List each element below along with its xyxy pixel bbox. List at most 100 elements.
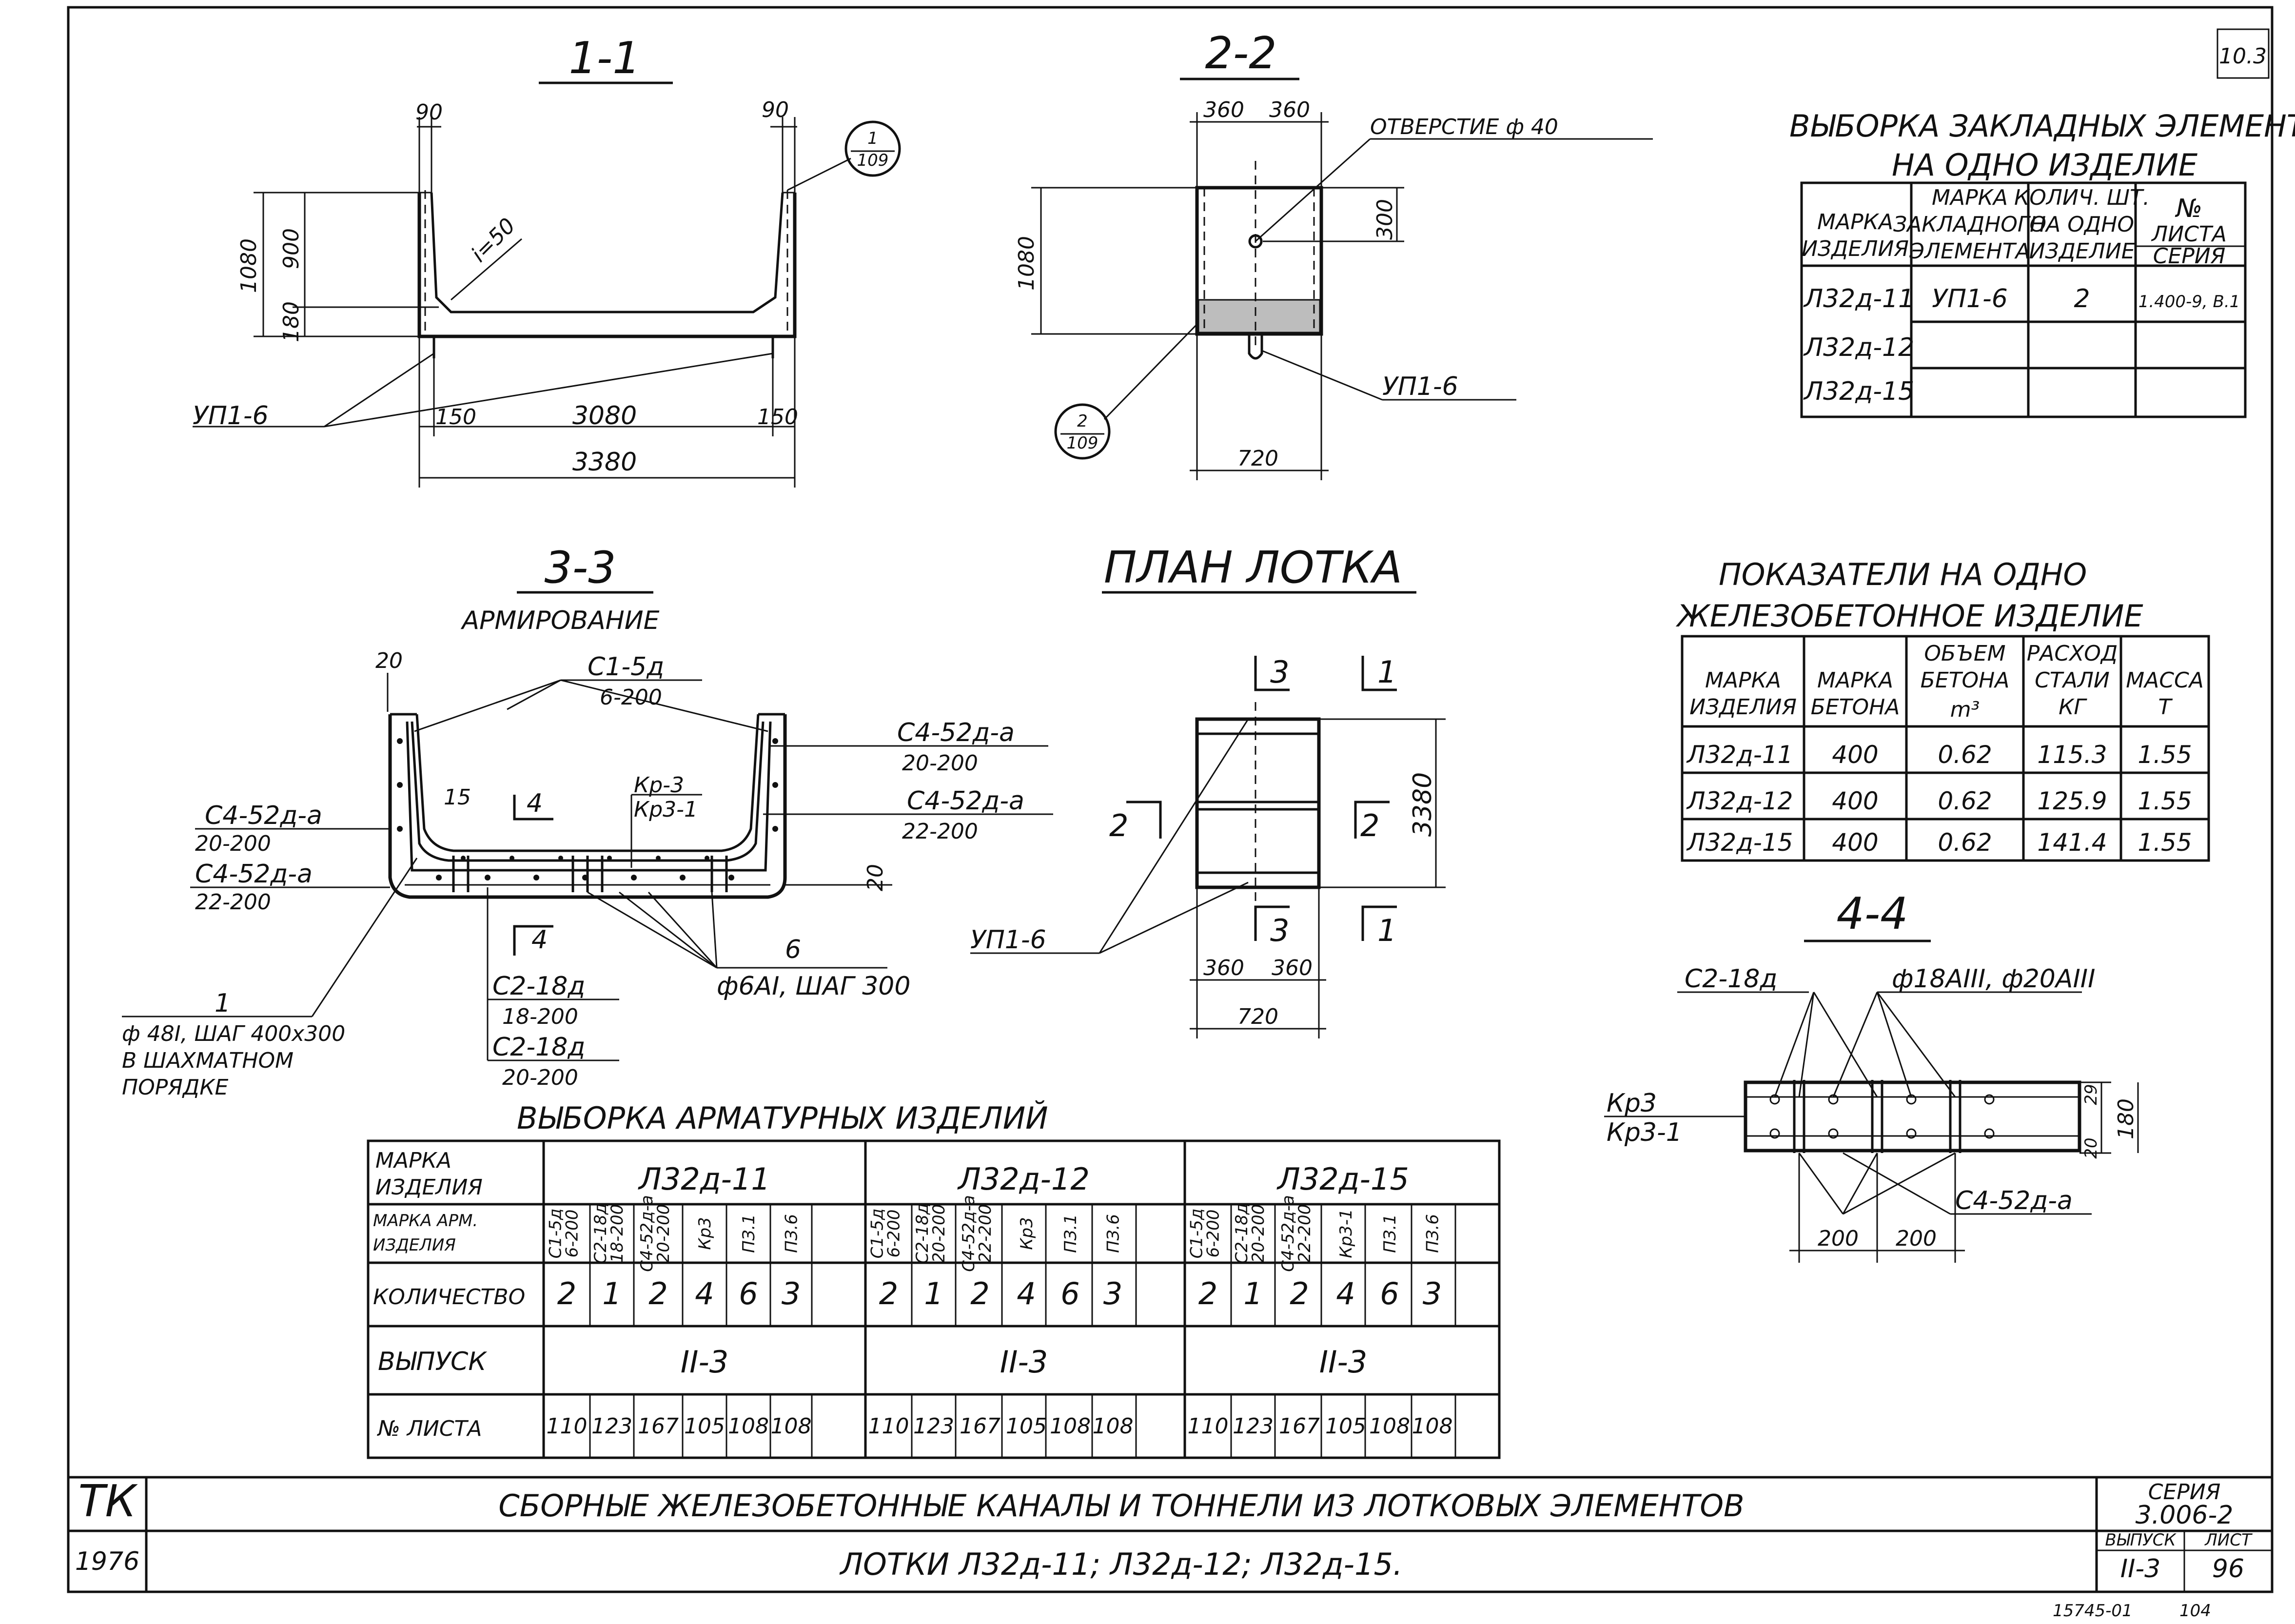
- plan-view: ПЛАН ЛОТКА 3 1 2 2 3 1 3380 360 360 720 …: [970, 542, 1446, 1038]
- embedded-table-title-2: НА ОДНО ИЗДЕЛИЕ: [1892, 147, 2198, 183]
- embedded-series-cell: СЕРИЯ: [2153, 244, 2226, 269]
- rebar-sheet-cell: 108: [1412, 1414, 1453, 1439]
- rebar-item-label: С4-52д-а: [959, 1195, 979, 1272]
- title-block-sheet-value: 96: [2212, 1554, 2244, 1584]
- embedded-h1-l2: ИЗДЕЛИЯ: [1802, 236, 1909, 261]
- title-block-series-label: СЕРИЯ: [2148, 1480, 2221, 1505]
- plan-title: ПЛАН ЛОТКА: [1104, 542, 1402, 593]
- ind-r1-c4: 115.3: [2037, 741, 2107, 769]
- indicators-title-2: ЖЕЛЕЗОБЕТОННОЕ ИЗДЕЛИЕ: [1675, 598, 2143, 634]
- corner-mark-box: [2217, 28, 2270, 79]
- rebar-sheet-cell: 110: [868, 1414, 909, 1439]
- plan-dim-half-left: 360: [1203, 956, 1244, 980]
- s44-dim20: 20: [2081, 1137, 2101, 1158]
- s11-dim-bottom-mid: 3080: [572, 401, 637, 430]
- rebar-item-label: ПЗ.1: [739, 1214, 759, 1253]
- rebar-qty-cell: 3: [1103, 1276, 1122, 1311]
- s33-c2-b-step: 20-200: [502, 1065, 578, 1090]
- title-block-title: СБОРНЫЕ ЖЕЛЕЗОБЕТОННЫЕ КАНАЛЫ И ТОННЕЛИ …: [498, 1488, 1744, 1524]
- rebar-table-cells: С1-5д6-2002110С2-18д18-2001123С4-52д-а20…: [546, 1195, 1453, 1439]
- title-block-sheet-label: ЛИСТ: [2204, 1530, 2253, 1550]
- plan-mark-top3: 3: [1270, 654, 1289, 690]
- rebar-row-product-1: МАРКА: [375, 1148, 451, 1173]
- plan-mark-bot3: 3: [1270, 913, 1289, 948]
- rebar-qty-cell: 6: [1060, 1276, 1079, 1311]
- s11-slope: i=50: [467, 213, 520, 267]
- ind-h5-l2: Т: [2158, 695, 2173, 720]
- plan-dim-half-right: 360: [1272, 956, 1313, 980]
- ind-r3-c4: 141.4: [2037, 828, 2107, 857]
- ind-h2-l2: БЕТОНА: [1811, 695, 1900, 720]
- rebar-sheet-cell: 105: [1325, 1414, 1366, 1439]
- s11-dim-bottom-left: 150: [435, 405, 476, 430]
- rebar-item-label: С4-52д-а: [637, 1195, 657, 1272]
- rebar-item-label: ПЗ.6: [1104, 1214, 1123, 1253]
- ind-h2-l1: МАРКА: [1817, 668, 1893, 693]
- rebar-sheet-cell: 123: [591, 1414, 632, 1439]
- indicators-title-1: ПОКАЗАТЕЛИ НА ОДНО: [1719, 557, 2087, 592]
- rebar-item-label: 6-200: [1204, 1210, 1223, 1258]
- s22-dim-height: 1080: [1014, 236, 1039, 291]
- s33-c2-a-step: 18-200: [502, 1004, 578, 1029]
- rebar-sheet-cell: 108: [1369, 1414, 1410, 1439]
- rebar-qty-cell: 4: [695, 1276, 714, 1311]
- section-3-3: 3-3 АРМИРОВАНИЕ С1-: [122, 542, 1053, 1100]
- s33-c4-left-a-step: 20-200: [195, 831, 271, 856]
- s22-hatched-floor: [1197, 299, 1321, 333]
- ind-r2-c4: 125.9: [2037, 787, 2107, 815]
- rebar-sheet-cell: 108: [771, 1414, 812, 1439]
- rebar-row-qty: КОЛИЧЕСТВО: [373, 1285, 525, 1310]
- s44-c4: С4-52д-а: [1955, 1186, 2073, 1215]
- ind-h4-l3: КГ: [2059, 695, 2087, 720]
- rebar-item-label: С1-5д: [1187, 1209, 1207, 1259]
- rebar-qty-cell: 2: [557, 1276, 576, 1311]
- embedded-h1-l1: МАРКА: [1817, 210, 1893, 235]
- embedded-row3-mark: Л32д-15: [1803, 377, 1914, 406]
- s22-callout: [1054, 403, 1111, 460]
- rebar-sheet-cell: 123: [913, 1414, 954, 1439]
- ind-r2-c1: Л32д-12: [1686, 787, 1793, 815]
- ind-r3-c2: 400: [1832, 828, 1878, 857]
- embedded-table-title-1: ВЫБОРКА ЗАКЛАДНЫХ ЭЛЕМЕНТОВ: [1789, 108, 2295, 144]
- ind-h3-l2: БЕТОНА: [1921, 668, 2010, 693]
- s44-c2: С2-18д: [1685, 964, 1777, 994]
- s33-c2-a: С2-18д: [492, 972, 585, 1001]
- ind-r3-c1: Л32д-15: [1686, 828, 1793, 857]
- plan-mark-bot1: 1: [1377, 913, 1396, 948]
- rebar-sheet-cell: 110: [1188, 1414, 1229, 1439]
- ind-r2-c5: 1.55: [2138, 787, 2192, 815]
- rebar-qty-cell: 1: [924, 1276, 943, 1311]
- title-block-series-value: 3.006-2: [2136, 1501, 2234, 1530]
- s33-c1: С1-5д: [588, 652, 664, 682]
- embedded-h3-l1: КОЛИЧ. ШТ.: [2014, 185, 2150, 210]
- s44-rebar: ф18AIII, ф20AIII: [1892, 964, 2095, 994]
- s44-step2: 200: [1896, 1226, 1937, 1251]
- ind-r1-c1: Л32д-11: [1686, 741, 1793, 769]
- footer-page: 104: [2179, 1601, 2211, 1621]
- embedded-h4-l1: №: [2175, 194, 2202, 223]
- rebar-sheet-cell: 167: [960, 1414, 1000, 1439]
- section-3-3-title: 3-3: [545, 542, 616, 593]
- rebar-item-label: ПЗ.1: [1061, 1214, 1080, 1253]
- rebar-item-label: 22-200: [1295, 1204, 1314, 1263]
- s22-element-label: УП1-6: [1382, 372, 1458, 401]
- s11-element-label: УП1-6: [193, 401, 269, 430]
- rebar-group1-product: Л32д-11: [638, 1161, 770, 1197]
- embedded-elements-table: ВЫБОРКА ЗАКЛАДНЫХ ЭЛЕМЕНТОВ НА ОДНО ИЗДЕ…: [1789, 108, 2295, 418]
- s33-rebar1-l1: ф 48I, ШАГ 400x300: [122, 1021, 345, 1046]
- section-1-1: 1-1 90 90 1080 900 180 i=50: [193, 33, 901, 488]
- rebar-item-label: 6-200: [884, 1210, 904, 1258]
- s33-dim-15: 15: [444, 785, 471, 810]
- s44-kp1: Кр3-1: [1607, 1118, 1682, 1147]
- rebar-item-label: Кр3-1: [1336, 1209, 1356, 1258]
- rebar-item-label: С2-18д: [591, 1203, 610, 1264]
- rebar-item-label: 22-200: [976, 1204, 995, 1263]
- ind-h1-l2: ИЗДЕЛИЯ: [1689, 695, 1797, 720]
- ind-h1-l1: МАРКА: [1705, 668, 1781, 693]
- ind-r1-c2: 400: [1832, 741, 1878, 769]
- rebar-qty-cell: 2: [1290, 1276, 1309, 1311]
- corner-mark: 10.3: [2219, 44, 2267, 69]
- s11-dim-height-total: 1080: [236, 238, 261, 293]
- embedded-row1-qty: 2: [2074, 284, 2090, 313]
